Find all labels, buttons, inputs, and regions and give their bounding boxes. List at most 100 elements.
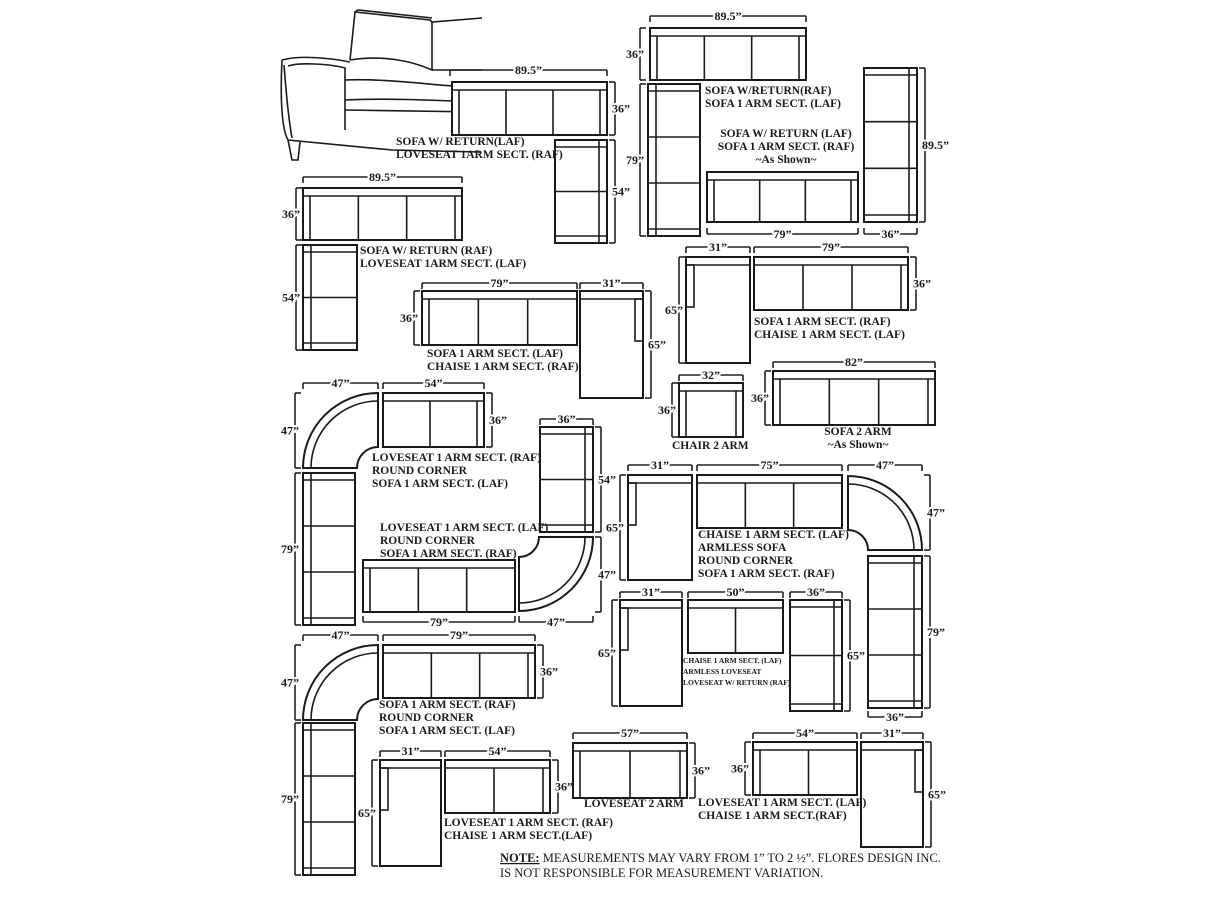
dimension-horizontal: 79” — [362, 613, 516, 631]
configuration-label-line: SOFA W/ RETURN (RAF) — [360, 245, 492, 257]
chaise-piece — [860, 741, 924, 848]
configuration-label-line: ROUND CORNER — [372, 465, 468, 477]
dimension-label: 89.5” — [515, 63, 542, 77]
configuration-14: 31”65”54”36”LOVESEAT 1 ARM SECT. (RAF)CH… — [356, 742, 613, 867]
sofa-piece — [302, 187, 463, 241]
dimension-label: 79” — [626, 153, 644, 167]
dimension-label: 36” — [658, 403, 676, 417]
dimension-vertical: 36” — [729, 741, 751, 796]
dimension-horizontal: 47” — [847, 456, 923, 474]
dimension-label: 79” — [822, 240, 840, 254]
sofa-piece — [649, 27, 807, 81]
configuration-label-line: SOFA W/RETURN(RAF) — [705, 85, 832, 97]
dimension-label: 57” — [621, 726, 639, 740]
chaise-piece — [685, 256, 751, 364]
dimension-label: 79” — [281, 542, 299, 556]
dimension-vertical: 36” — [910, 256, 933, 311]
configuration-label-line: LOVESEAT 1ARM SECT. (RAF) — [396, 149, 563, 161]
dimension-vertical: 79” — [924, 555, 947, 709]
sofa-piece — [302, 722, 356, 876]
configuration-label: SOFA W/ RETURN (RAF)LOVESEAT 1ARM SECT. … — [360, 245, 526, 270]
loveseat-piece — [539, 426, 594, 533]
configuration-label-line: SOFA 2 ARM — [824, 426, 892, 438]
configuration-label-line: SOFA 1 ARM SECT. (RAF) — [718, 141, 855, 153]
configuration-label-line: LOVESEAT 1ARM SECT. (LAF) — [360, 258, 526, 270]
loveseat-piece — [302, 244, 358, 351]
disclaimer-note: NOTE: MEASUREMENTS MAY VARY FROM 1” TO 2… — [500, 851, 941, 880]
dimension-label: 89.5” — [715, 9, 742, 23]
dimension-vertical: 89.5” — [919, 67, 951, 223]
dimension-label: 54” — [282, 291, 300, 305]
configuration-label-line: LOVESEAT 2 ARM — [584, 798, 684, 810]
sofa-piece — [302, 472, 356, 626]
configuration-6: 31”65”79”36”SOFA 1 ARM SECT. (RAF)CHAISE… — [663, 238, 933, 364]
dimension-horizontal: 54” — [382, 374, 485, 392]
dimension-horizontal: 32” — [678, 366, 744, 384]
dimension-horizontal: 50” — [687, 583, 784, 601]
dimension-label: 47” — [547, 615, 565, 629]
dimension-label: 65” — [606, 521, 624, 535]
dimension-vertical: 54” — [595, 426, 618, 533]
dimension-label: 36” — [489, 413, 507, 427]
dimension-label: 65” — [648, 338, 666, 352]
dimension-label: 47” — [927, 506, 945, 520]
dimension-vertical: 54” — [280, 244, 302, 351]
dimension-label: 79” — [927, 625, 945, 639]
dimension-label: 36” — [913, 277, 931, 291]
configuration-label-line: CHAISE 1 ARM SECT. (RAF) — [427, 361, 579, 373]
configuration-label: SOFA W/RETURN(RAF)SOFA 1 ARM SECT. (LAF) — [705, 85, 841, 110]
configuration-label-line: SOFA W/ RETURN (LAF) — [720, 128, 852, 140]
dimension-vertical: 65” — [663, 256, 685, 364]
dimension-horizontal: 47” — [302, 626, 379, 644]
configuration-label: LOVESEAT 1 ARM SECT. (RAF)CHAISE 1 ARM S… — [444, 817, 613, 842]
dimension-label: 54” — [796, 726, 814, 740]
configuration-label-line: CHAIR 2 ARM — [672, 440, 749, 452]
dimension-label: 36” — [558, 412, 576, 426]
dimension-label: 36” — [282, 207, 300, 221]
dimension-horizontal: 79” — [421, 274, 578, 292]
svg-text:NOTE: MEASUREMENTS MAY VARY FR: NOTE: MEASUREMENTS MAY VARY FROM 1” TO 2… — [500, 851, 941, 865]
dimension-label: 31” — [642, 585, 660, 599]
dimension-vertical: 36” — [486, 392, 509, 448]
configuration-label-line: ROUND CORNER — [379, 712, 475, 724]
dimension-horizontal: 31” — [379, 742, 442, 760]
sofa-piece — [451, 81, 608, 136]
dimension-label: 79” — [281, 792, 299, 806]
sofa-piece — [362, 559, 516, 613]
dimension-label: 36” — [886, 710, 904, 724]
dimension-horizontal: 47” — [518, 613, 594, 631]
round-corner-piece — [518, 536, 595, 613]
loveseat-piece — [444, 759, 551, 814]
chaise-piece — [379, 759, 442, 867]
dimension-label: 47” — [332, 376, 350, 390]
sofa-piece — [772, 370, 936, 426]
configuration-3: 79”89.5”36”SOFA W/ RETURN (LAF)SOFA 1 AR… — [706, 67, 951, 243]
dimension-horizontal: 36” — [789, 583, 843, 601]
dimension-label: 50” — [727, 585, 745, 599]
dimension-horizontal: 79” — [706, 225, 859, 243]
dimension-label: 47” — [876, 458, 894, 472]
dimension-vertical: 47” — [279, 644, 301, 721]
dimension-label: 32” — [702, 368, 720, 382]
configuration-label-line: LOVESEAT W/ RETURN (RAF) — [683, 678, 791, 687]
configuration-label-line: ARMLESS SOFA — [698, 542, 787, 554]
dimension-label: 31” — [402, 744, 420, 758]
loveseat-piece — [382, 392, 485, 448]
chaise-piece — [619, 599, 683, 707]
configuration-label-line: LOVESEAT 1 ARM SECT. (RAF) — [444, 817, 613, 829]
sofa-piece — [867, 555, 923, 709]
dimension-label: 36” — [540, 665, 558, 679]
dimension-label: 36” — [555, 780, 573, 794]
dimension-label: 54” — [425, 376, 443, 390]
configuration-label-line: CHAISE 1 ARM SECT. (LAF) — [683, 656, 782, 665]
configuration-label-line: ~As Shown~ — [756, 154, 817, 166]
dimension-vertical: 79” — [279, 472, 301, 626]
dimension-label: 79” — [430, 615, 448, 629]
configuration-label: SOFA W/ RETURN (LAF)SOFA 1 ARM SECT. (RA… — [718, 128, 855, 166]
dimension-label: 79” — [774, 227, 792, 241]
dimension-horizontal: 79” — [382, 626, 536, 644]
dimension-label: 82” — [845, 355, 863, 369]
dimension-label: 47” — [281, 676, 299, 690]
